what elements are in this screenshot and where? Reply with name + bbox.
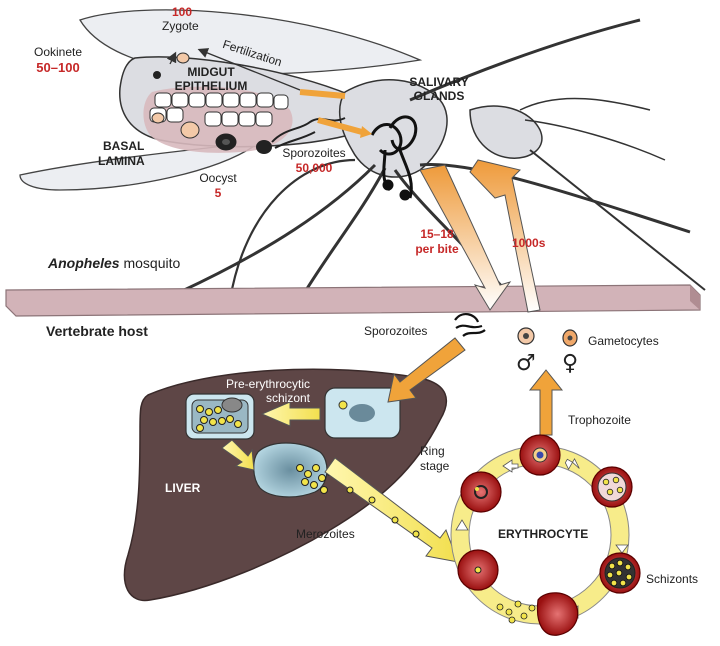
sporozoites-to-liver-arrow — [387, 337, 466, 403]
salivary-glands-label-line1: SALIVARY — [409, 75, 469, 89]
mosquito-head — [469, 105, 543, 159]
ookinete-icon — [153, 71, 161, 79]
ring-stage-label-line2: stage — [420, 459, 450, 473]
salivary-glands-icon — [370, 115, 418, 201]
midgut-epithelium-label-line1: MIDGUT — [187, 65, 235, 79]
mosquito-leg — [409, 18, 641, 102]
oocyst-count: 5 — [214, 186, 222, 200]
per-bite-label: per bite — [415, 242, 459, 256]
zygote-count: 100 — [172, 5, 193, 19]
rbc-rupturing — [536, 592, 579, 636]
mosquito-illustration — [19, 9, 706, 301]
basal-lamina-label-line2: LAMINA — [98, 154, 145, 168]
erythrocyte-label: ERYTHROCYTE — [498, 527, 589, 541]
zygote-icon — [176, 52, 190, 64]
midgut-epithelium-label-line2: EPITHELIUM — [174, 79, 248, 93]
oocyst-label: Oocyst — [199, 171, 237, 185]
sporozoites-at-bite-icon — [454, 313, 486, 337]
liver-arrow-to-rupture — [221, 439, 255, 471]
pre-erythrocytic-label-line2: schizont — [265, 391, 311, 405]
host-illustration — [123, 313, 641, 636]
skin-band — [5, 284, 701, 317]
species-name: Anopheles — [48, 255, 120, 271]
gametocytes-label: Gametocytes — [588, 334, 659, 348]
per-bite-count: 15–18 — [420, 227, 454, 241]
liver-label: LIVER — [165, 481, 201, 495]
vertebrate-host-label: Vertebrate host — [46, 323, 148, 339]
fertilization-arrow — [197, 48, 301, 91]
gametocyte-transfer-arrow — [469, 159, 541, 313]
sporozoites-mosquito-label: Sporozoites — [282, 146, 346, 160]
liver-arrow-to-schizont — [260, 401, 321, 427]
salivary-glands-label-line2: GLANDS — [413, 89, 465, 103]
male-symbol: ♂ — [516, 351, 536, 376]
trophozoite-label: Trophozoite — [568, 413, 631, 427]
female-symbol: ♀ — [562, 351, 579, 376]
mosquito-leg — [179, 163, 377, 294]
sporozoites-host-label: Sporozoites — [364, 324, 428, 338]
rbc-ring-stage — [460, 471, 502, 513]
ookinete-label: Ookinete — [33, 45, 83, 59]
mosquito-species-label: Anopheles mosquito — [48, 255, 181, 271]
schizont-merozoite-dots — [196, 405, 242, 432]
mosquito-wing-lower — [19, 141, 263, 191]
sporozoite-transfer-arrow — [419, 164, 512, 311]
gametocyte-count: 1000s — [512, 236, 546, 250]
ring-stage-label-line1: Ring — [420, 444, 445, 458]
mosquito-leg — [419, 162, 691, 234]
basal-lamina-label-line1: BASAL — [103, 139, 145, 153]
bite-transfer-arrows — [419, 159, 541, 313]
mosquito-antenna — [519, 97, 651, 111]
pre-erythrocytic-label-line1: Pre-erythrocytic — [225, 377, 311, 391]
schizonts-label: Schizonts — [646, 572, 699, 586]
sporozoites-mosquito-count: 50,000 — [295, 161, 333, 175]
merozoites-label: Merozoites — [296, 527, 355, 541]
trophozoite-to-gametocyte-arrow — [528, 369, 564, 436]
species-suffix: mosquito — [123, 255, 181, 271]
sporozoites-squiggle — [271, 117, 346, 143]
zygote-label: Zygote — [162, 19, 199, 33]
ookinete-count: 50–100 — [36, 60, 80, 75]
mosquito-proboscis — [529, 149, 706, 291]
mosquito-leg — [298, 167, 387, 301]
